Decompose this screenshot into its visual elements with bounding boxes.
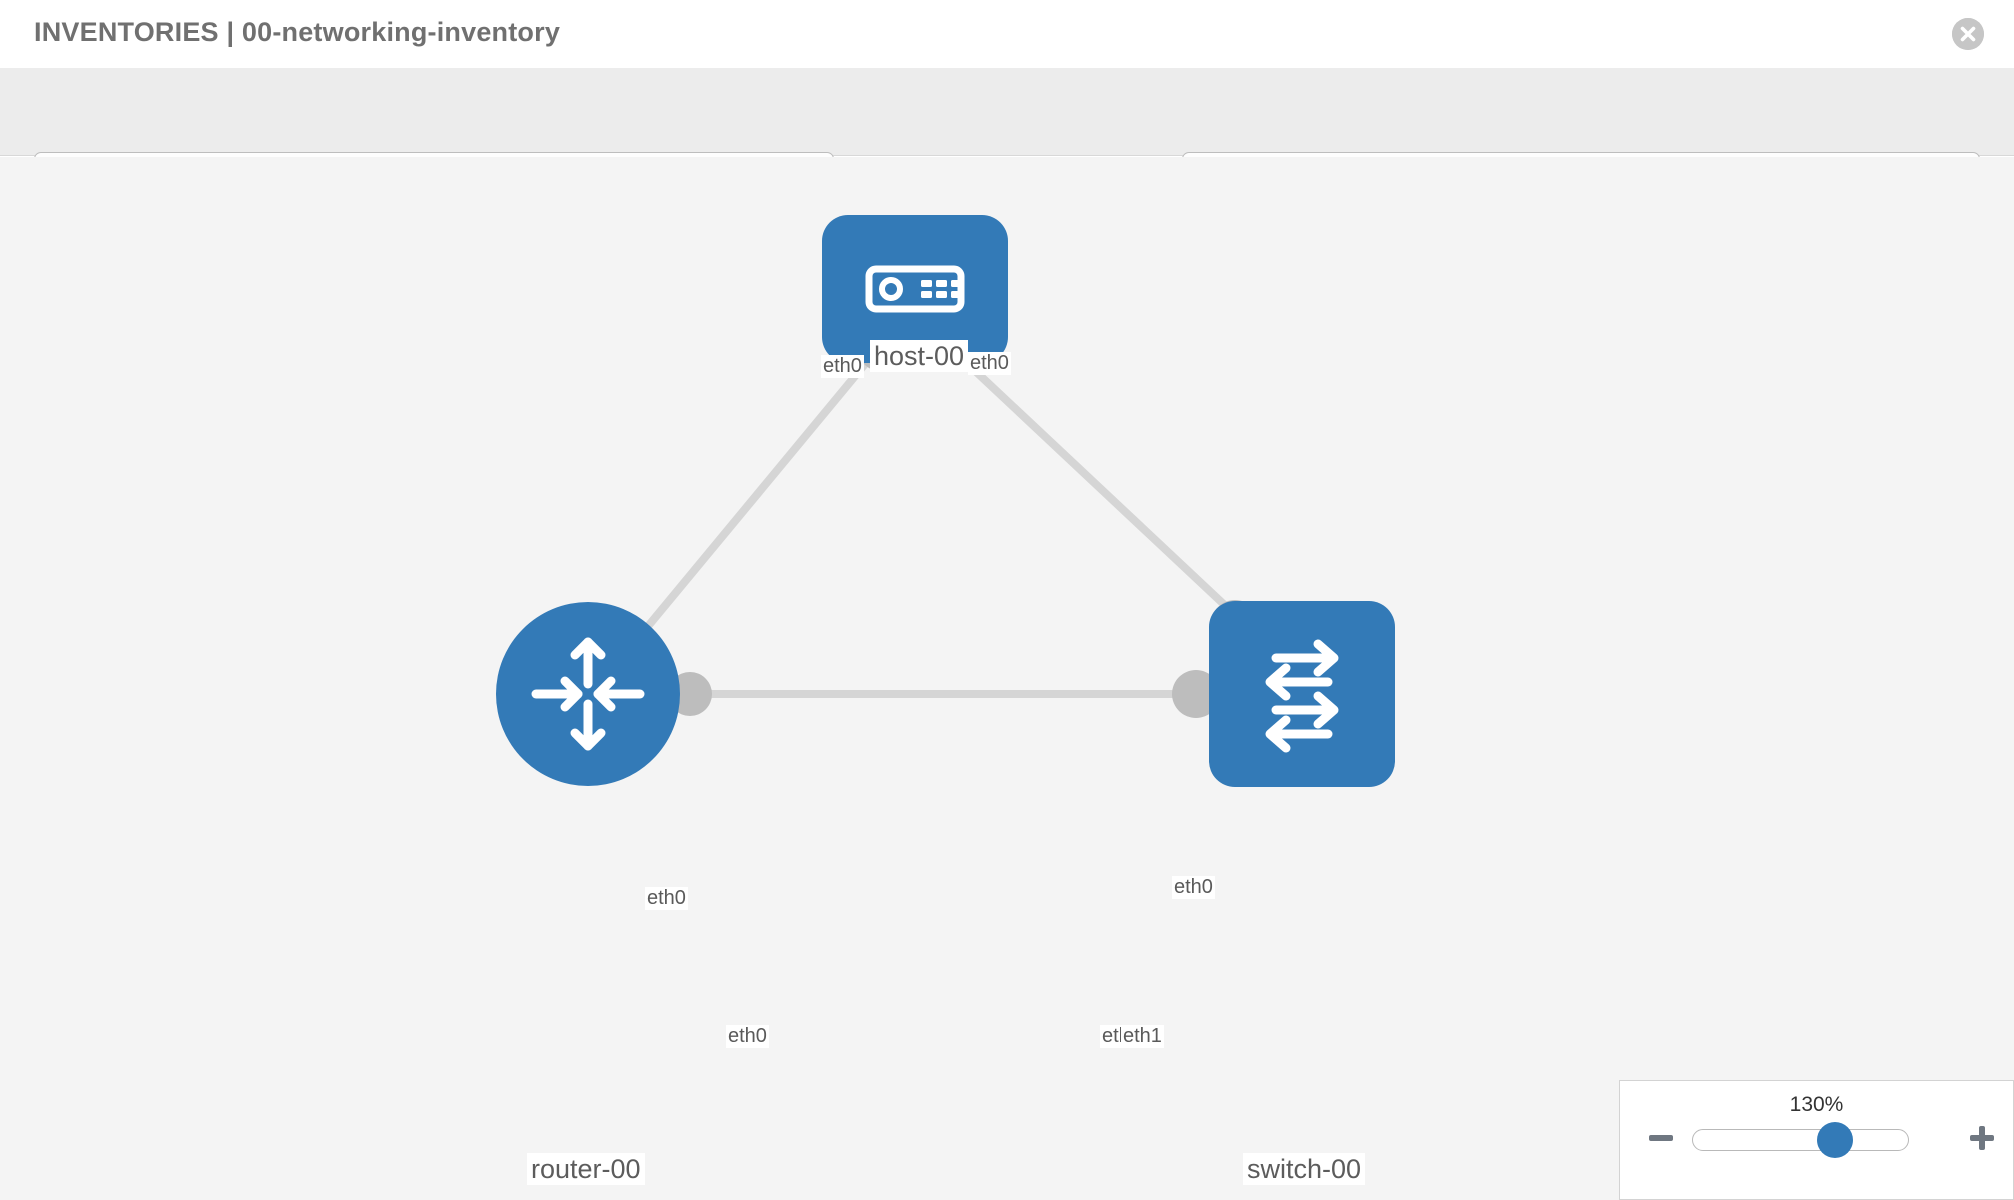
port-label-host-left: eth0 <box>821 355 864 378</box>
topology-links <box>621 348 1252 698</box>
close-icon[interactable] <box>1952 18 1984 50</box>
zoom-slider-thumb[interactable] <box>1817 1122 1853 1158</box>
port-label-router-right: eth0 <box>726 1025 769 1048</box>
zoom-slider[interactable] <box>1692 1122 1909 1158</box>
topology-ports <box>606 327 1259 718</box>
node-switch-00 <box>1209 601 1395 787</box>
page-header: INVENTORIES | 00-networking-inventory <box>0 0 2014 68</box>
zoom-level-value: 130% <box>1789 1093 1844 1116</box>
node-label-switch-00: switch-00 <box>1243 1153 1366 1185</box>
node-label-host-00: host-00 <box>870 340 969 372</box>
link-host00-router00 <box>621 348 879 658</box>
node-label-router-00: router-00 <box>527 1153 645 1185</box>
node-router-00 <box>496 602 680 786</box>
zoom-control-panel: 130% <box>1619 1080 2014 1200</box>
toolbar: ACTIONS SEARC <box>0 68 2014 204</box>
topology-canvas[interactable]: host-00 router-00 switch-00 eth0 eth0 et… <box>0 157 2014 1200</box>
link-host00-switch00 <box>951 348 1252 631</box>
port-label-router-up: eth0 <box>645 887 688 910</box>
port-label-switch-left-over: eth1 <box>1121 1025 1164 1048</box>
port-label-host-right: eth0 <box>968 352 1011 375</box>
page-title: INVENTORIES | 00-networking-inventory <box>34 17 561 47</box>
node-host-00 <box>822 215 1008 363</box>
port-label-switch-up: eth0 <box>1172 876 1215 899</box>
zoom-in-button[interactable] <box>1967 1123 1997 1153</box>
zoom-out-button[interactable] <box>1646 1123 1676 1153</box>
port-switch00-eth1-left <box>1172 670 1220 718</box>
